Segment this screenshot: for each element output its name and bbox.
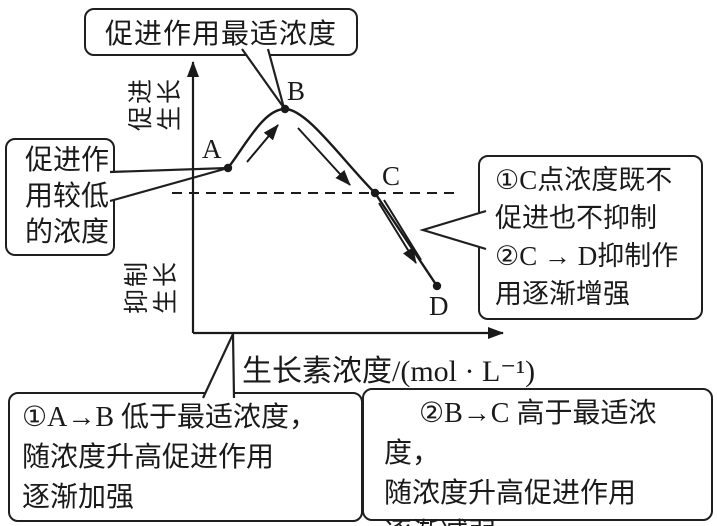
point-dot-d <box>432 281 442 291</box>
callout-low-concentration-line: 的浓度 <box>25 217 110 248</box>
arrow-b-to-c <box>297 127 351 186</box>
arrow-c-to-d-second-line <box>383 199 422 261</box>
arrow-a-to-b <box>246 124 279 163</box>
callout-point-c-d-notes: ①C点浓度既不 促进也不抑制 ②C → D抑制作 用逐渐增强 <box>478 155 703 320</box>
arrow-c-to-d <box>378 202 417 264</box>
note-a-to-b-line: 逐渐加强 <box>22 482 135 513</box>
point-label-a: A <box>202 134 222 164</box>
note-b-to-c: ②B→C 高于最适浓度， 随浓度升高促进作用 逐渐减弱 <box>362 388 713 526</box>
note-b-to-c-line: ②B→C 高于最适浓度， <box>384 398 657 469</box>
callout-low-concentration-line: 促进作 <box>25 145 110 176</box>
y-axis-label-line: 生长 <box>157 77 184 132</box>
callout-c-d-line: ②C → D抑制作 <box>495 241 679 271</box>
y-axis-label-line: 生长 <box>153 260 180 315</box>
note-a-to-b-line: 随浓度升高促进作用 <box>22 442 275 473</box>
y-axis-label-line: 促进 <box>128 77 155 132</box>
y-axis-label-inhibit-growth: 抑制 生长 <box>123 258 181 316</box>
y-axis-label-promote-growth: 促进 生长 <box>127 75 185 133</box>
callout-optimal-concentration-text: 促进作用最适浓度 <box>104 19 337 50</box>
note-b-to-c-line: 逐渐减弱 <box>384 514 711 526</box>
callout-c-d-line: ①C点浓度既不 <box>495 165 673 195</box>
point-label-d: D <box>429 291 449 321</box>
response-curve <box>227 107 438 287</box>
point-label-b: B <box>287 76 306 106</box>
y-axis-label-line: 抑制 <box>124 260 151 315</box>
point-dot-c <box>370 188 380 198</box>
callout-c-d-line: 促进也不抑制 <box>495 203 657 233</box>
callout-low-concentration: 促进作 用较低 的浓度 <box>5 138 115 256</box>
right-callout-tail <box>419 209 487 251</box>
point-dot-a <box>223 163 233 173</box>
left-callout-tail <box>109 166 229 203</box>
note-a-to-b: ①A→B 低于最适浓度， 随浓度升高促进作用 逐渐加强 <box>8 392 363 522</box>
point-label-c: C <box>382 161 401 191</box>
x-axis-label: 生长素浓度/(mol · L⁻¹) <box>242 355 536 388</box>
top-callout-tail <box>241 48 286 109</box>
note-a-to-b-line: ①A→B 低于最适浓度， <box>22 402 317 433</box>
bottom-note-tail <box>202 333 236 399</box>
callout-optimal-concentration: 促进作用最适浓度 <box>84 8 358 56</box>
callout-low-concentration-line: 用较低 <box>25 181 110 212</box>
note-b-to-c-line: 随浓度升高促进作用 <box>384 478 637 509</box>
callout-c-d-line: 用逐渐增强 <box>495 279 630 309</box>
